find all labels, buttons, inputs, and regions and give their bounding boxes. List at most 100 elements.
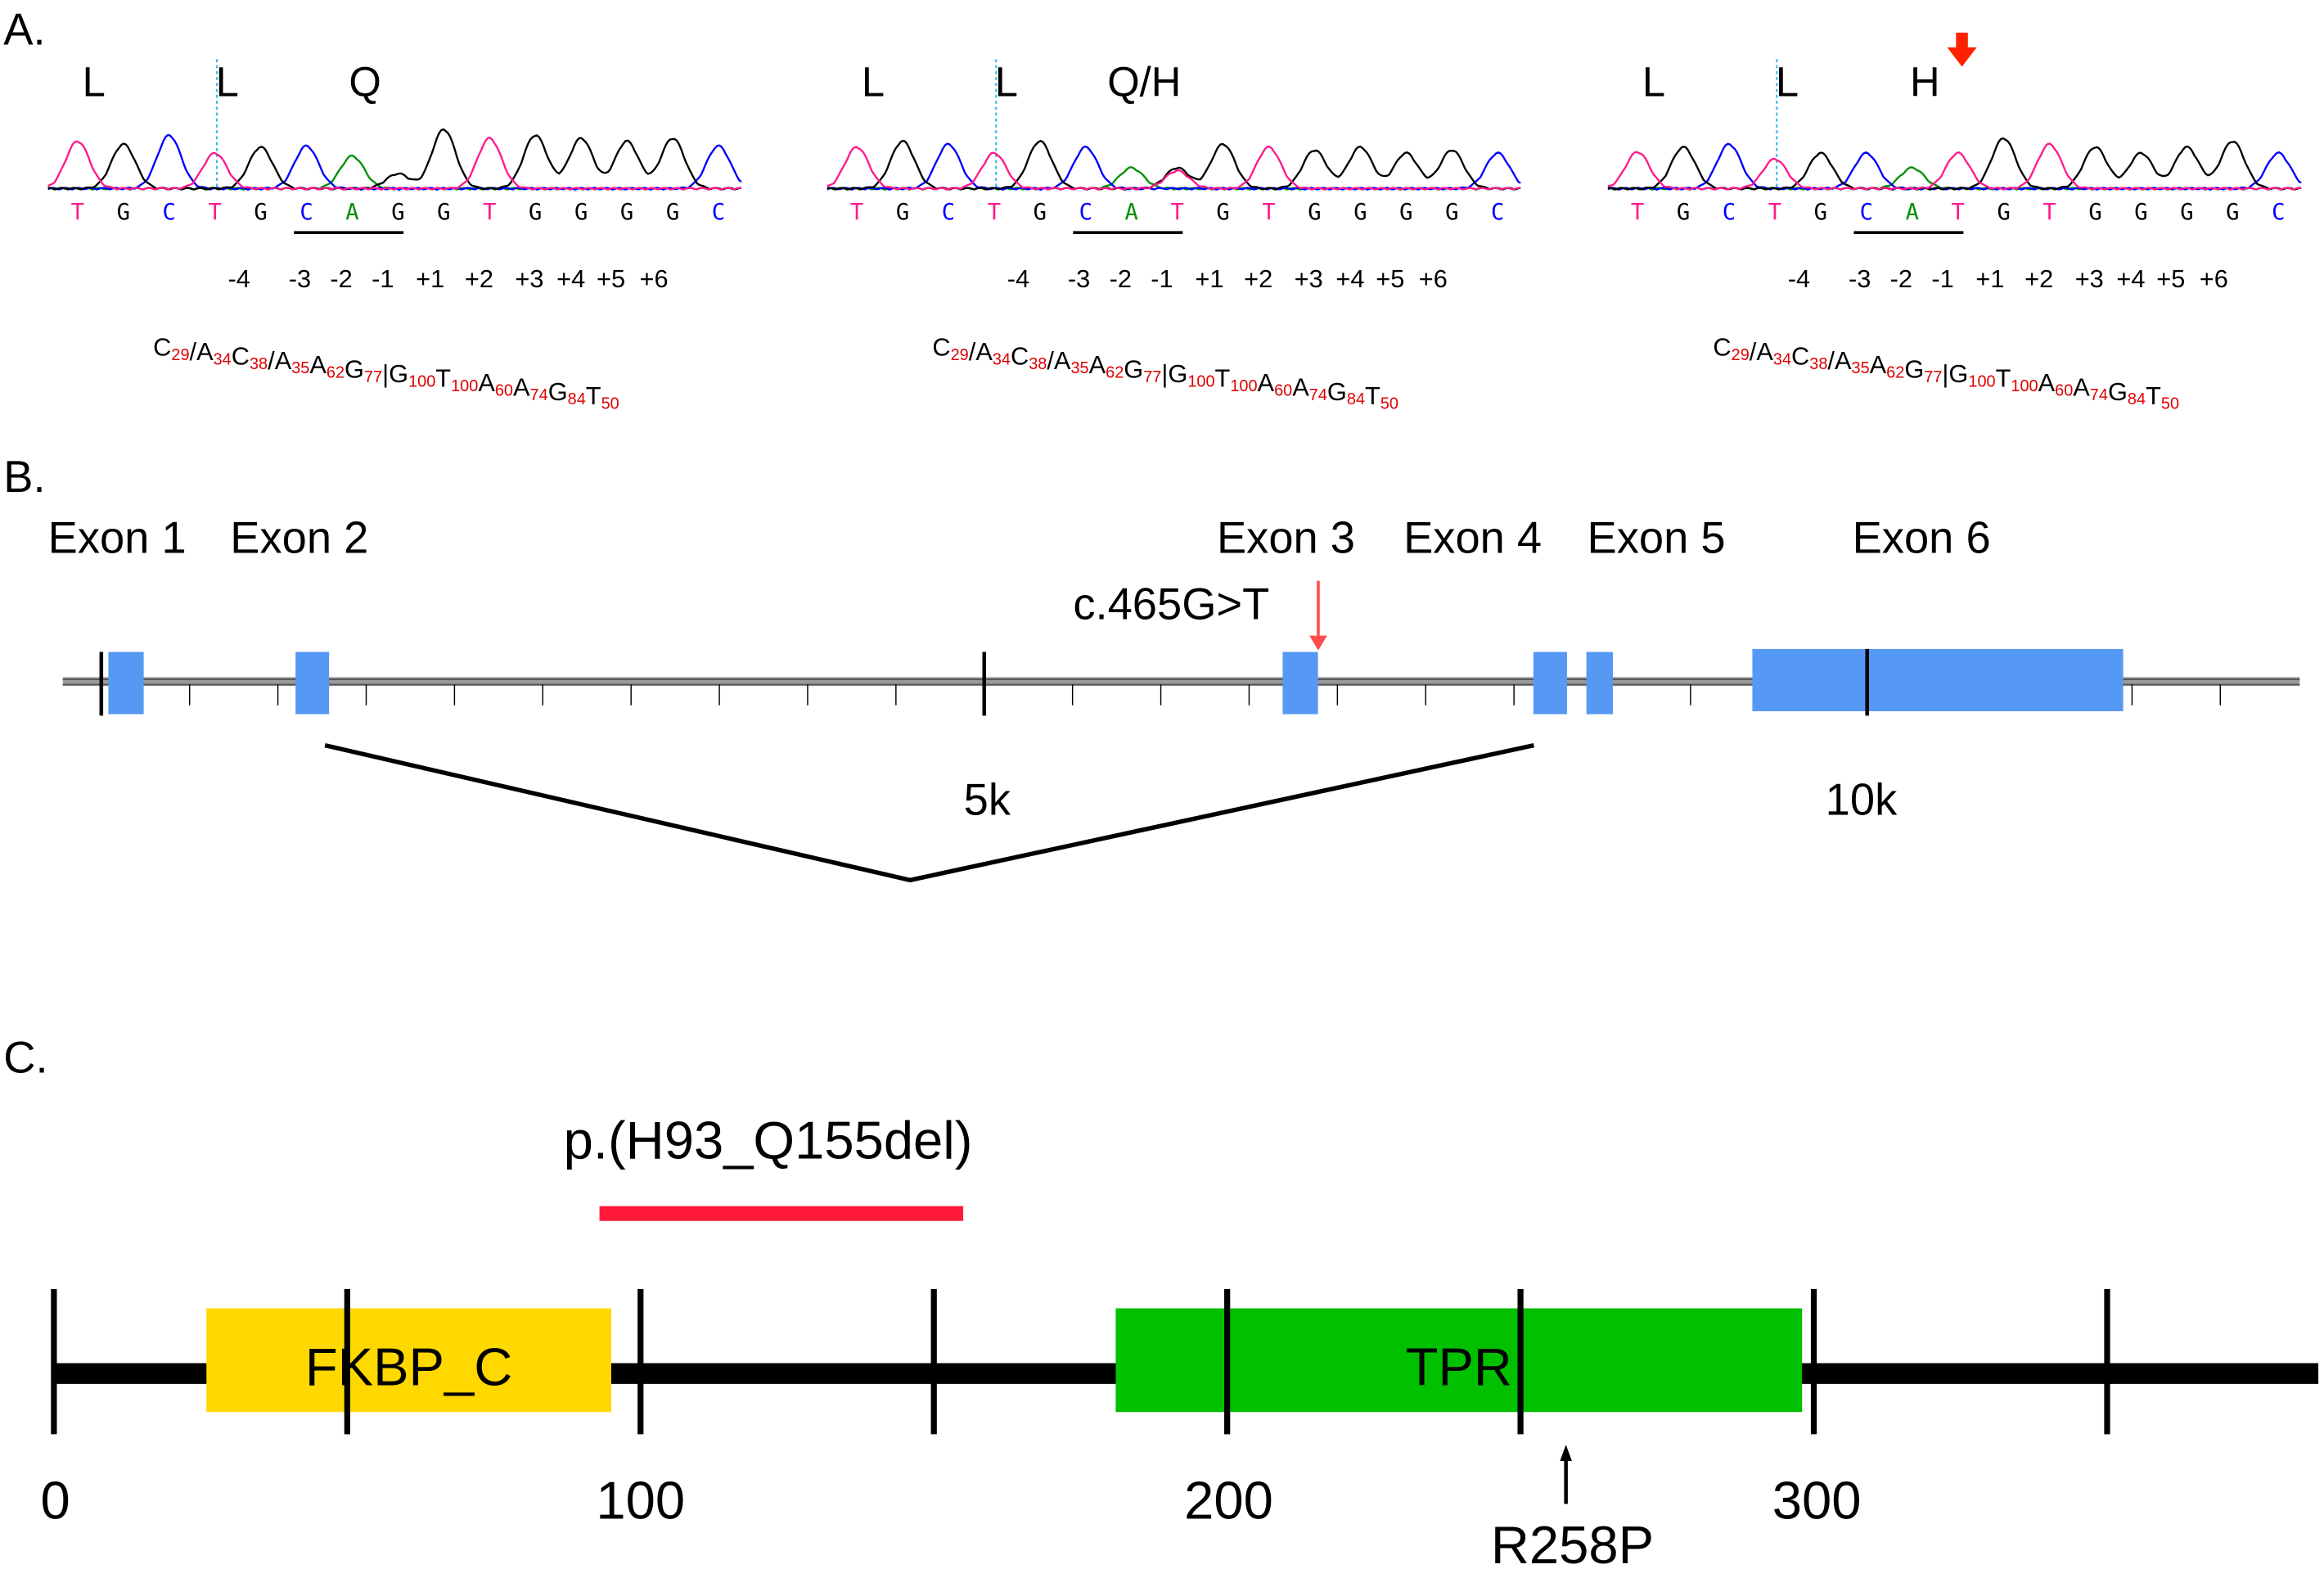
- scale-label-5k: 5k: [964, 775, 1011, 825]
- gene-structure: [62, 580, 2300, 716]
- base-call: G: [574, 200, 588, 225]
- consensus-base: T: [1215, 363, 1231, 392]
- exon-label: Exon 4: [1403, 512, 1542, 562]
- base-call: G: [437, 200, 450, 225]
- base-call: G: [1445, 200, 1458, 225]
- position-label: -1: [1931, 264, 1953, 293]
- position-label: +2: [1244, 264, 1272, 293]
- position-label: +4: [2116, 264, 2145, 293]
- amino-acid-label: L: [1776, 59, 1799, 106]
- consensus-frequency: 84: [2128, 390, 2146, 408]
- consensus-base: /A: [969, 337, 993, 366]
- consensus-frequency: 77: [1924, 368, 1942, 386]
- trace-T: [47, 137, 741, 192]
- domain-fkbp_c: [206, 1308, 611, 1413]
- consensus-base: /A: [268, 346, 292, 375]
- exon-5: [1586, 651, 1613, 715]
- panel-a-label: A.: [3, 4, 45, 54]
- trace-C: [826, 142, 1521, 192]
- base-call: A: [345, 200, 358, 225]
- scale-label-10k: 10k: [1826, 775, 1898, 825]
- position-label: -4: [227, 264, 250, 293]
- gene-backbone: [62, 677, 2300, 687]
- splice-consensus: C29/A34C38/A35A62G77|G100T100A60A74G84T5…: [153, 332, 619, 413]
- base-call: T: [988, 200, 1001, 225]
- consensus-frequency: 29: [171, 346, 189, 364]
- position-label: +4: [556, 264, 585, 293]
- consensus-frequency: 38: [1809, 355, 1827, 373]
- base-call: C: [300, 200, 313, 225]
- mutation-label: c.465G>T: [1073, 579, 1269, 629]
- consensus-base: G: [1327, 377, 1347, 406]
- splice-consensus: C29/A34C38/A35A62G77|G100T100A60A74G84T5…: [932, 332, 1398, 413]
- consensus-base: G: [345, 355, 364, 384]
- amino-acid-label: L: [1642, 59, 1665, 106]
- base-call: C: [1860, 200, 1873, 225]
- base-call: T: [1768, 200, 1781, 225]
- position-label: +2: [2024, 264, 2053, 293]
- consensus-frequency: 77: [364, 368, 382, 386]
- consensus-base: C: [1713, 332, 1731, 361]
- trace-G: [1607, 137, 2302, 191]
- position-label: -3: [1068, 264, 1090, 293]
- consensus-base: A: [478, 368, 495, 397]
- base-call: C: [942, 200, 955, 225]
- consensus-frequency: 38: [1029, 355, 1047, 373]
- splice-skip-line: [324, 742, 1534, 883]
- consensus-base: /A: [1047, 346, 1071, 375]
- consensus-frequency: 77: [1143, 368, 1161, 386]
- amino-acid-label: L: [216, 59, 239, 106]
- base-call: G: [1677, 200, 1690, 225]
- consensus-frequency: 100: [451, 377, 478, 395]
- base-call: T: [850, 200, 863, 225]
- base-call: G: [1308, 200, 1321, 225]
- consensus-base: |G: [1161, 359, 1187, 388]
- trace-C: [1607, 142, 2302, 192]
- axis-label-200: 200: [1184, 1471, 1273, 1531]
- base-call: C: [1079, 200, 1092, 225]
- base-call: C: [712, 200, 725, 225]
- base-call: G: [2134, 200, 2147, 225]
- position-label: -1: [1151, 264, 1173, 293]
- base-call: C: [163, 200, 176, 225]
- base-call: G: [2180, 200, 2193, 225]
- exon-label: Exon 6: [1853, 512, 1991, 562]
- consensus-frequency: 62: [1106, 364, 1124, 382]
- consensus-base: C: [1011, 341, 1029, 370]
- consensus-frequency: 100: [1968, 372, 1995, 390]
- position-label: +3: [2075, 264, 2104, 293]
- base-call: G: [1997, 200, 2010, 225]
- base-call: G: [1814, 200, 1827, 225]
- consensus-frequency: 34: [993, 350, 1011, 368]
- position-label: +6: [640, 264, 669, 293]
- position-label: -1: [372, 264, 394, 293]
- exon-3: [1282, 651, 1318, 715]
- consensus-base: T: [1996, 363, 2011, 392]
- consensus-base: C: [153, 332, 171, 361]
- base-call: T: [1262, 200, 1275, 225]
- consensus-frequency: 38: [250, 355, 268, 373]
- consensus-frequency: 84: [1347, 390, 1365, 408]
- position-label: +1: [1195, 264, 1223, 293]
- consensus-frequency: 35: [291, 359, 309, 377]
- consensus-frequency: 74: [530, 386, 548, 404]
- consensus-base: |G: [382, 359, 408, 388]
- consensus-base: C: [932, 332, 950, 361]
- trace-G: [47, 128, 742, 191]
- position-label: +5: [2156, 264, 2185, 293]
- consensus-frequency: 34: [1773, 350, 1791, 368]
- position-label: -4: [1007, 264, 1029, 293]
- consensus-frequency: 100: [2011, 377, 2038, 395]
- exon-labels: Exon 1 Exon 2 Exon 3 Exon 4 Exon 5 Exon …: [48, 512, 1991, 562]
- panel-c-label: C.: [3, 1033, 47, 1083]
- position-label: +5: [597, 264, 625, 293]
- exon-4: [1533, 651, 1567, 715]
- consensus-frequency: 100: [1187, 372, 1214, 390]
- base-call: A: [1906, 200, 1919, 225]
- base-call: G: [1216, 200, 1229, 225]
- position-label: -2: [1890, 264, 1912, 293]
- base-call: C: [1723, 200, 1736, 225]
- consensus-base: T: [435, 363, 451, 392]
- consensus-base: /A: [1827, 346, 1852, 375]
- amino-acid-label: Q: [349, 59, 381, 106]
